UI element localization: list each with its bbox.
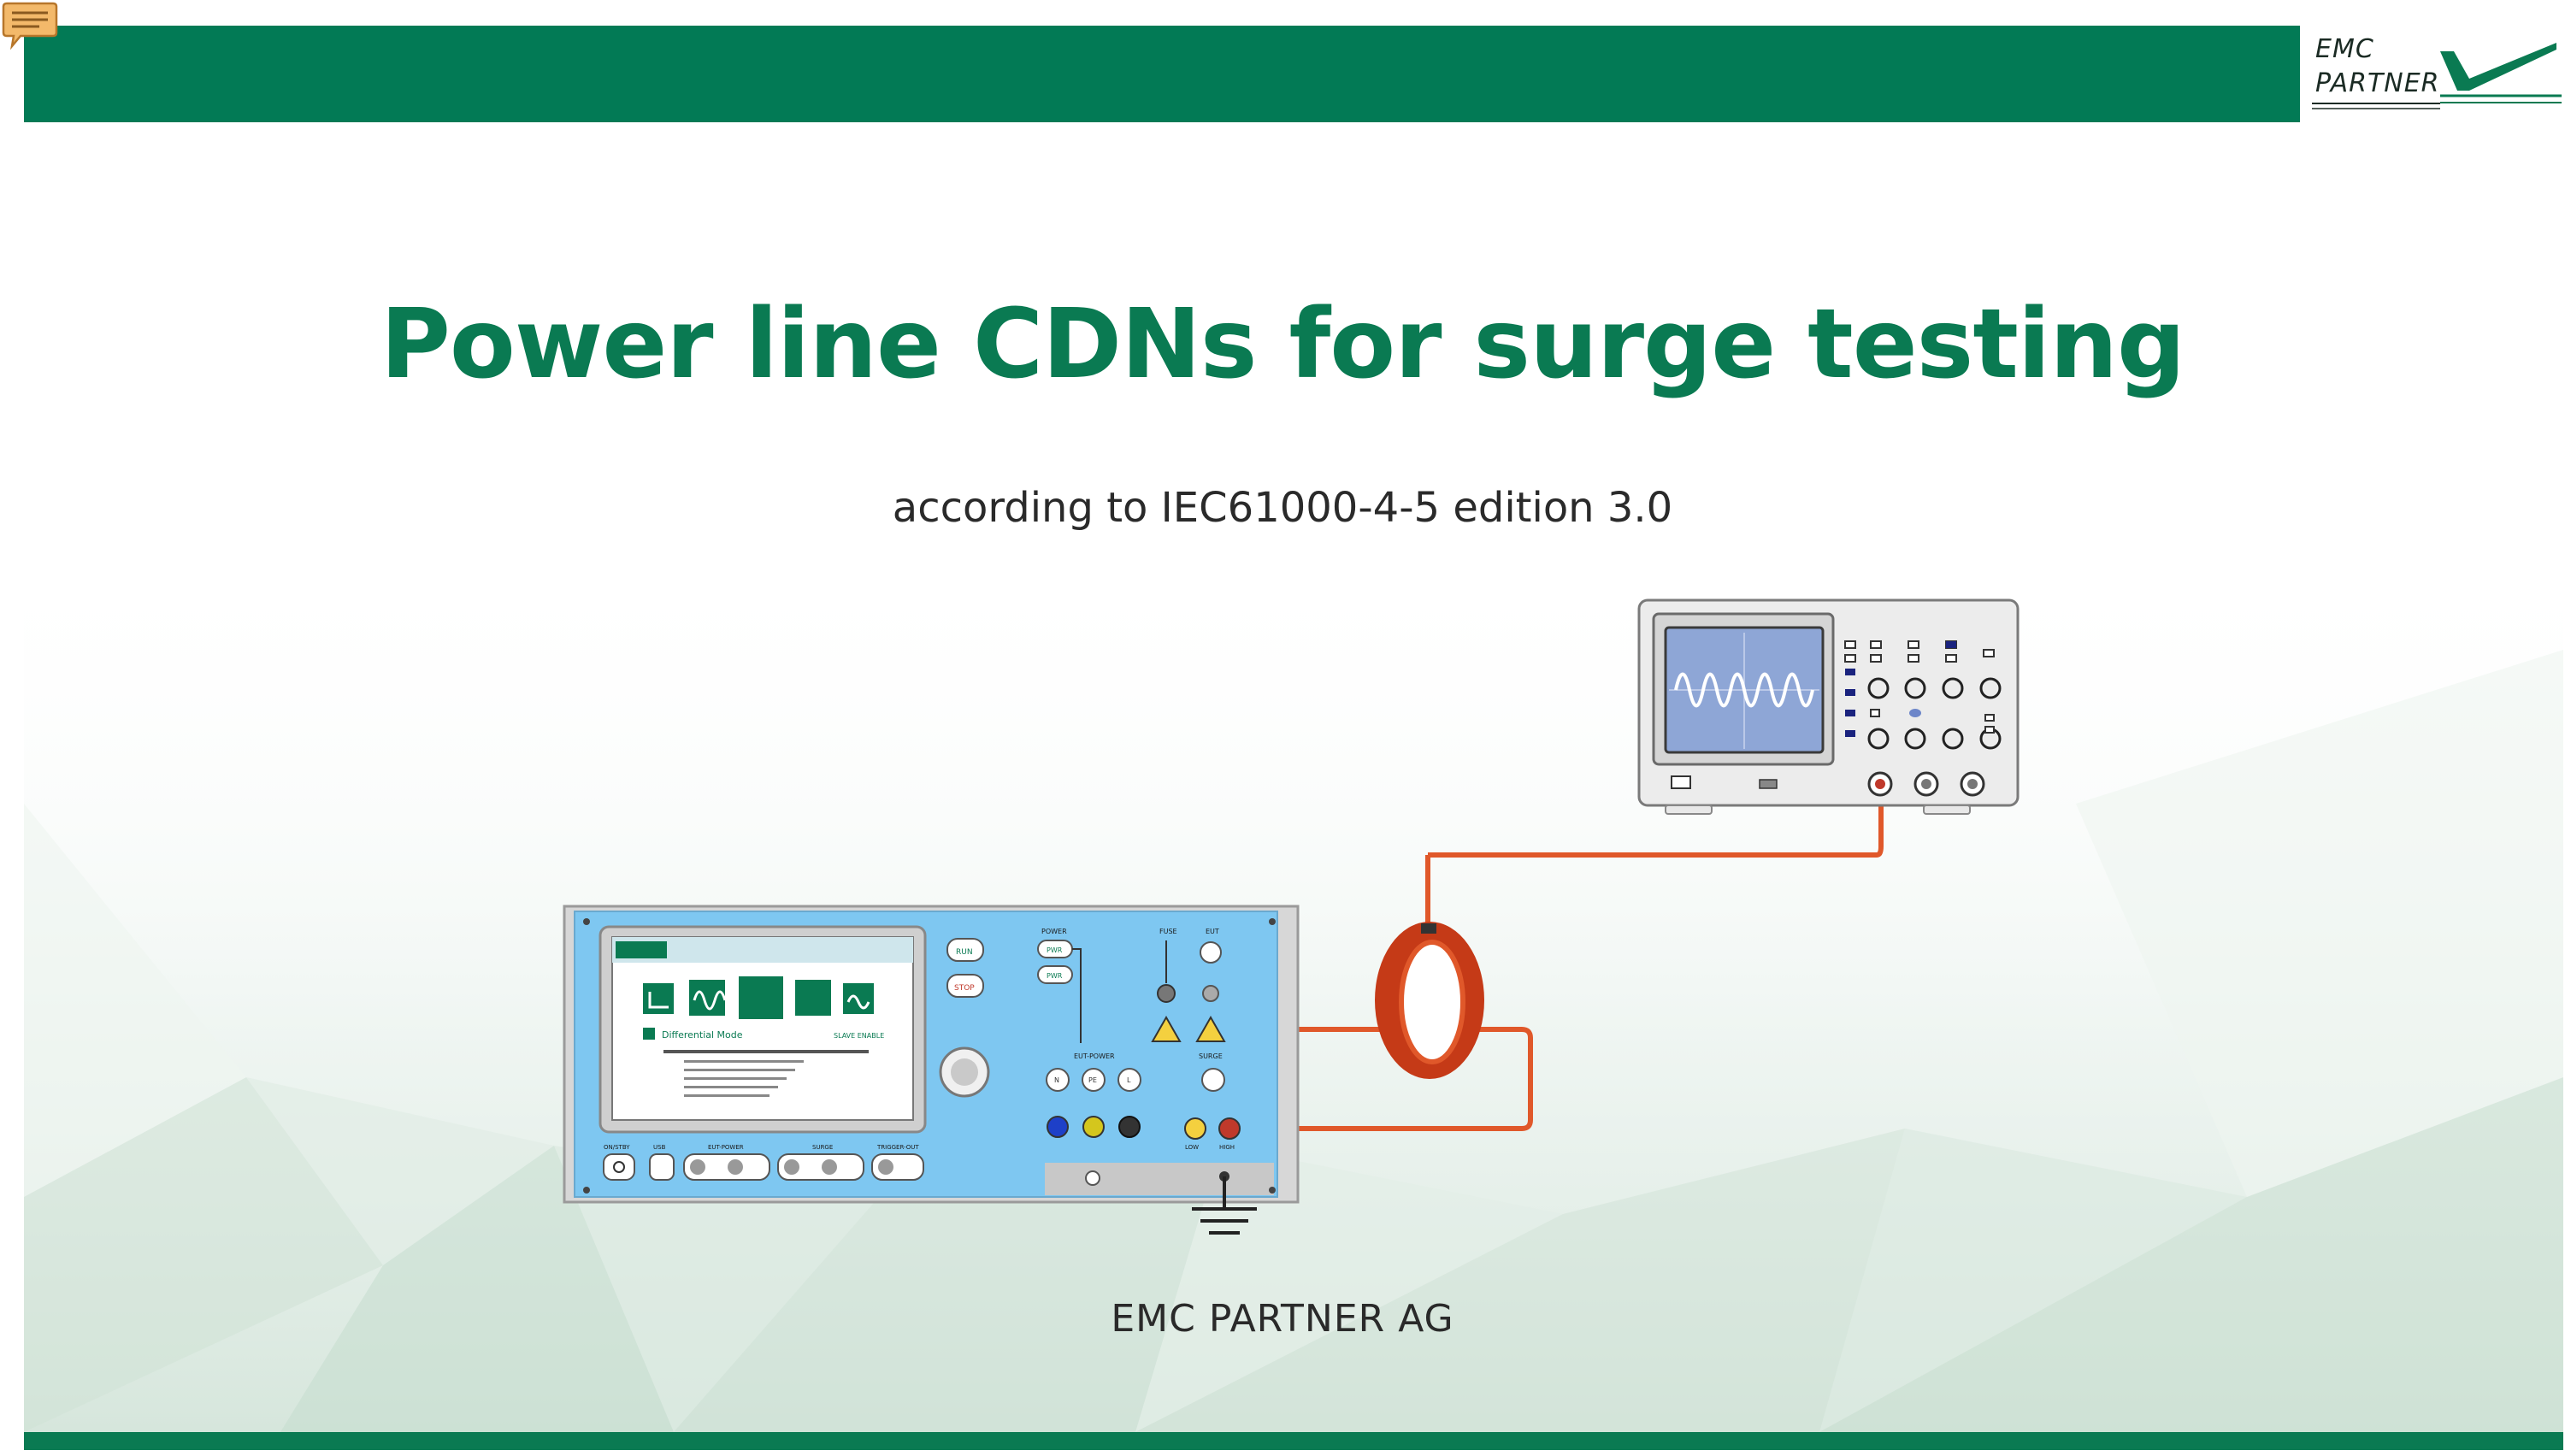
screen-status: SLAVE ENABLE [834, 1032, 884, 1040]
oscilloscope-icon [1637, 598, 2020, 815]
power-button-2: PWR [1047, 972, 1063, 980]
company-name: EMC PARTNER AG [1111, 1297, 1454, 1341]
slide-title: Power line CDNs for surge testing [380, 289, 2185, 400]
label-on-stby: ON/STBY [604, 1144, 630, 1151]
logo-text-line1: EMC [2315, 34, 2374, 64]
power-button-1: PWR [1047, 946, 1063, 954]
run-button: RUN [956, 948, 973, 957]
surge-generator-panel: Differential Mode SLAVE ENABLE RUN STOP … [563, 905, 1300, 1204]
logo-text-line2: PARTNER [2315, 68, 2440, 98]
section-fuse: FUSE [1159, 928, 1177, 935]
label-trigger-out: TRIGGER-OUT [876, 1144, 919, 1151]
footer-bar [24, 1432, 2563, 1450]
section-power: POWER [1041, 928, 1067, 935]
background-pattern [24, 547, 2563, 1432]
label-eut-power: EUT-POWER [708, 1144, 744, 1151]
surge-loop-cable [1193, 1027, 1533, 1131]
terminal-pe: PE [1088, 1076, 1097, 1084]
label-usb: USB [653, 1144, 666, 1151]
comment-icon[interactable] [2, 0, 58, 51]
logo-checkmark-icon [2440, 43, 2562, 103]
section-surge: SURGE [1199, 1052, 1223, 1060]
probe-cable [1428, 782, 1884, 858]
section-eut: EUT [1206, 928, 1219, 935]
terminal-high: HIGH [1219, 1144, 1235, 1151]
slide-subtitle: according to IEC61000-4-5 edition 3.0 [892, 484, 1673, 532]
terminal-n: N [1054, 1076, 1059, 1084]
section-eut-power: EUT-POWER [1074, 1052, 1115, 1060]
screen-mode-label: Differential Mode [662, 1029, 743, 1040]
emc-partner-logo: EMC PARTNER [2308, 32, 2565, 111]
label-surge: SURGE [812, 1144, 833, 1151]
terminal-low: LOW [1185, 1144, 1199, 1151]
stop-button: STOP [954, 984, 975, 993]
logo-underline [2312, 103, 2440, 109]
current-clamp-icon [1375, 922, 1484, 1079]
ground-symbol-icon [1192, 1176, 1257, 1235]
header-bar [24, 26, 2300, 122]
terminal-l: L [1127, 1076, 1131, 1084]
